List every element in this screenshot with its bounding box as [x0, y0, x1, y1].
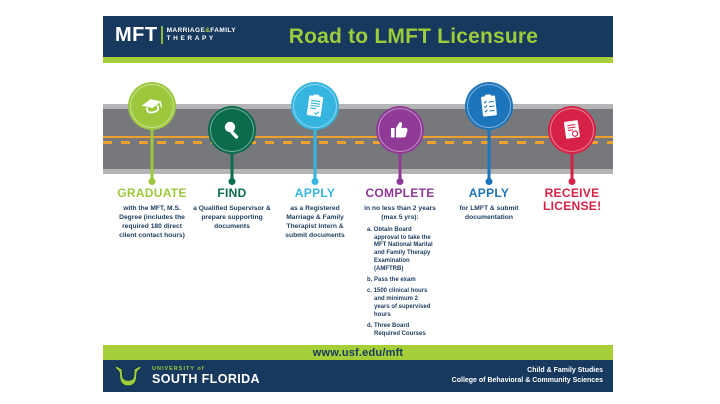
- step-column-graduate: GRADUATE with the MFT, M.S. Degree (incl…: [108, 186, 196, 241]
- logo-divider: [160, 26, 163, 44]
- step-requirements-list: a. Obtain Board approval to take the MFT…: [367, 227, 433, 339]
- pin-dot: [228, 178, 236, 185]
- certificate-icon: [548, 106, 596, 154]
- pin-dot: [568, 178, 576, 185]
- step-description: a Qualified Supervisor & prepare support…: [193, 205, 271, 230]
- dept-line2: College of Behavioral & Community Scienc…: [451, 377, 603, 384]
- step-pin-receive-license: [548, 106, 596, 186]
- header-bar: MFT MARRIAGE&FAMILY THERAPY Road to LMFT…: [103, 16, 613, 63]
- logo-line1: MARRIAGE&FAMILY: [167, 27, 236, 35]
- list-item: c. 1500 clinical hours and minimum 2 yea…: [367, 288, 431, 318]
- step-pin-apply-intern: [291, 82, 339, 186]
- checklist-icon: [465, 82, 513, 130]
- logo-ampersand: &: [205, 27, 211, 35]
- step-column-apply-lmft: APPLY for LMFT & submit documentation: [445, 186, 533, 223]
- road-dashed-line: [103, 141, 613, 144]
- clipboard-icon: [291, 82, 339, 130]
- step-description: for LMFT & submit documentation: [459, 205, 519, 222]
- url-bar: www.usf.edu/mft: [103, 345, 613, 360]
- step-pin-apply-lmft: [465, 82, 513, 186]
- step-column-receive-license: RECEIVE LICENSE!: [528, 186, 616, 218]
- logo-mft-text: MFT: [115, 24, 158, 46]
- step-column-find: FIND a Qualified Supervisor & prepare su…: [188, 186, 276, 232]
- step-title: GRADUATE: [117, 186, 187, 200]
- step-title: APPLY: [468, 186, 510, 200]
- pin-stem: [230, 130, 234, 182]
- step-column-complete: COMPLETE in no less than 2 years (max 5 …: [356, 186, 444, 342]
- pin-dot: [148, 178, 156, 185]
- pin-dot: [485, 178, 493, 185]
- step-pin-graduate: [128, 82, 176, 186]
- logo-marriage-text: MARRIAGE: [166, 27, 206, 35]
- logo-line2: THERAPY: [166, 35, 216, 42]
- road-graphic: [103, 104, 613, 174]
- step-description: in no less than 2 years (max 5 yrs):: [364, 205, 436, 222]
- graduation-cap-icon: [128, 82, 176, 130]
- step-title: COMPLETE: [365, 186, 435, 200]
- pin-stem: [313, 106, 317, 182]
- step-title: APPLY: [294, 186, 336, 200]
- pin-stem: [570, 130, 574, 182]
- pin-stem: [398, 130, 402, 182]
- pin-dot: [311, 178, 319, 185]
- south-florida-text: SOUTH FLORIDA: [152, 371, 260, 386]
- usf-bull-logo-icon: [113, 363, 145, 390]
- department-text: Child & Family Studies College of Behavi…: [452, 366, 603, 386]
- logo-wordmark: MARRIAGE&FAMILY THERAPY: [167, 27, 236, 43]
- pin-stem: [487, 106, 491, 182]
- pin-stem: [150, 106, 154, 182]
- step-column-apply-intern: APPLY as a Registered Marriage & Family …: [271, 186, 359, 241]
- lmft-licensure-flyer: MFT MARRIAGE&FAMILY THERAPY Road to LMFT…: [103, 16, 613, 392]
- footer-bar: UNIVERSITY of SOUTH FLORIDA Child & Fami…: [103, 360, 613, 392]
- step-description: with the MFT, M.S. Degree (includes the …: [119, 205, 185, 239]
- mft-logo: MFT MARRIAGE&FAMILY THERAPY: [115, 25, 236, 45]
- university-of-text: UNIVERSITY of: [152, 365, 205, 372]
- list-item: b. Pass the exam: [367, 277, 416, 284]
- magnifier-icon: [208, 106, 256, 154]
- step-pin-find: [208, 106, 256, 186]
- step-description: as a Registered Marriage & Family Therap…: [285, 205, 345, 239]
- page-title: Road to LMFT Licensure: [288, 25, 539, 48]
- dept-line1: Child & Family Studies: [527, 367, 603, 375]
- logo-family-text: FAMILY: [210, 27, 236, 35]
- pin-dot: [396, 178, 404, 185]
- list-item: d. Three Board Required Courses: [367, 323, 426, 337]
- step-title: FIND: [217, 186, 247, 200]
- website-url: www.usf.edu/mft: [312, 346, 404, 359]
- university-wordmark: UNIVERSITY of SOUTH FLORIDA: [152, 366, 260, 387]
- thumbs-up-icon: [376, 106, 424, 154]
- list-item: a. Obtain Board approval to take the MFT…: [367, 226, 433, 272]
- road-center-line: [103, 136, 613, 138]
- step-pin-complete: [376, 106, 424, 186]
- step-title: RECEIVE LICENSE!: [543, 186, 602, 214]
